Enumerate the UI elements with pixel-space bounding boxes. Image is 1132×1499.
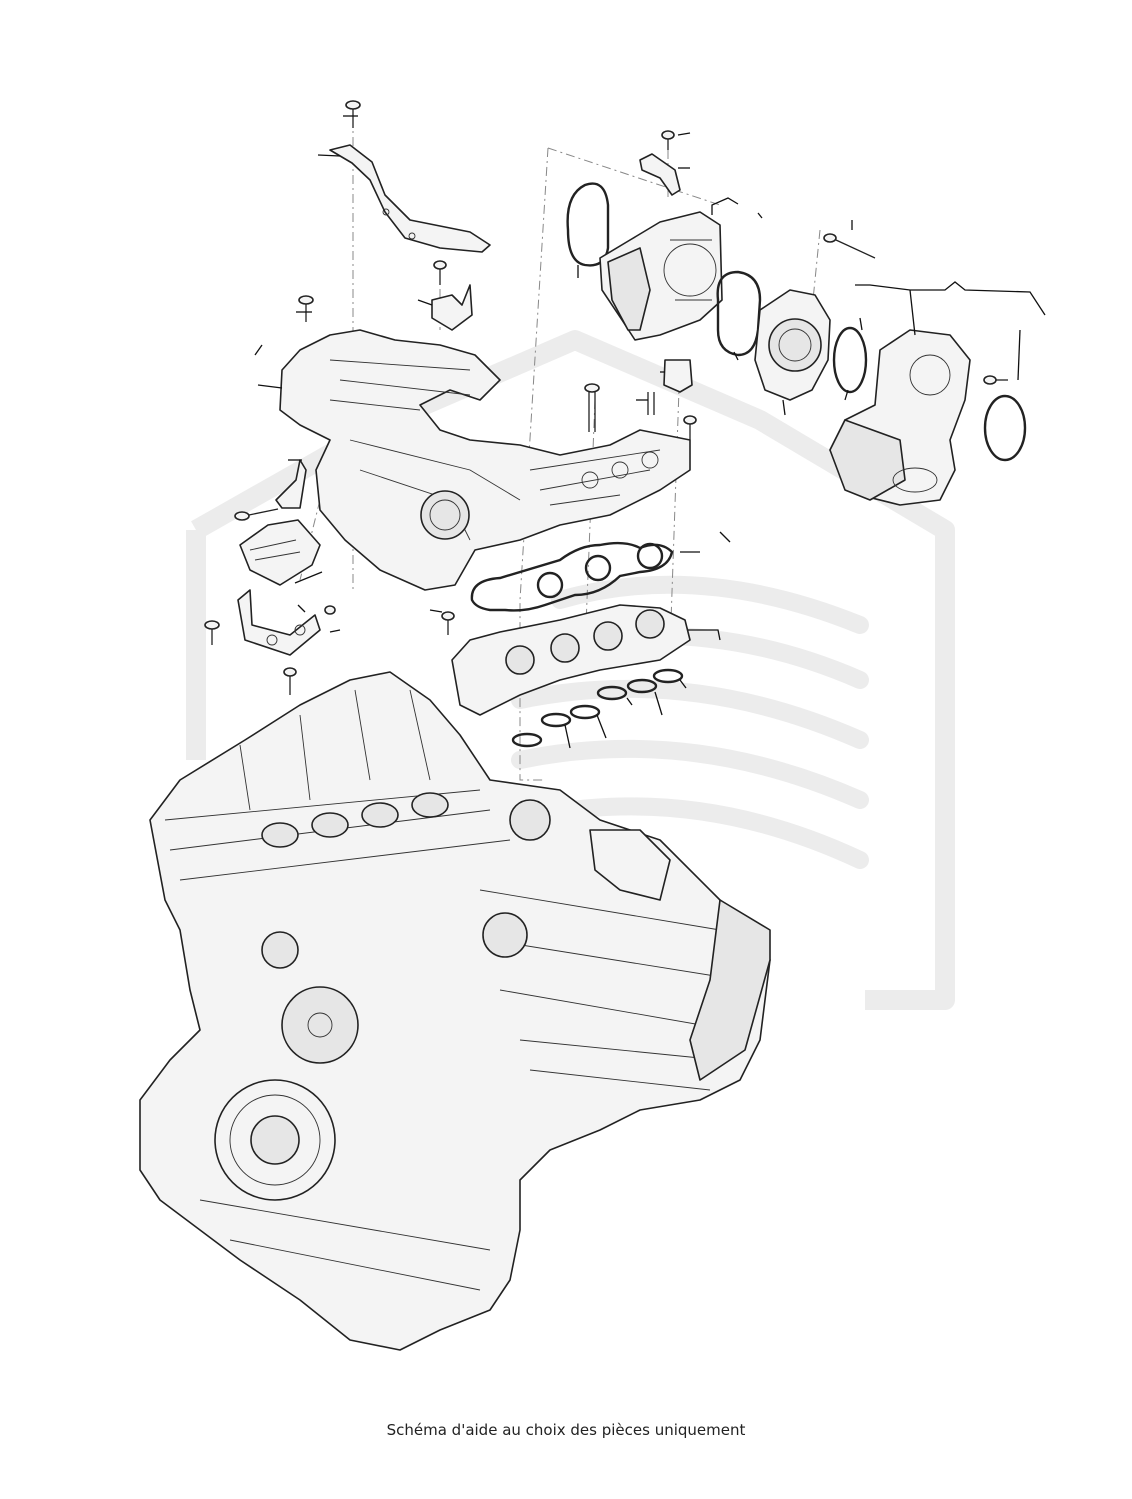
- map-sensor: [639, 130, 691, 196]
- o-ring-middle: [716, 270, 762, 361]
- egr-valve: [829, 281, 1046, 506]
- control-module: [239, 519, 323, 586]
- o-ring-far-right: [983, 394, 1027, 462]
- studs-and-clips: [636, 359, 697, 440]
- bolt-left-upper: [296, 295, 314, 322]
- bolt-right-long: [823, 220, 876, 259]
- o-ring-small: [832, 326, 868, 401]
- diagram-caption: Schéma d'aide au choix des pièces unique…: [386, 1421, 746, 1439]
- sensor-bracket-left: [275, 459, 307, 509]
- support-bracket: [317, 144, 491, 253]
- o-ring-large: [566, 182, 610, 278]
- engine-block: [139, 671, 771, 1351]
- port-gaskets: [511, 668, 687, 749]
- throttle-body: [599, 197, 763, 341]
- bolt-long: [584, 383, 600, 432]
- screw-left: [234, 508, 279, 521]
- screw-far-right: [983, 375, 1008, 385]
- bolt-top: [343, 100, 361, 128]
- flange-adapter: [754, 289, 831, 416]
- manifold-gasket-upper: [470, 531, 731, 612]
- intake-manifold: [254, 329, 691, 591]
- screw-center: [429, 609, 455, 635]
- lower-manifold: [451, 604, 721, 716]
- lower-bracket-left: [237, 589, 321, 656]
- screws-left-lower: [204, 605, 341, 695]
- small-bracket: [417, 260, 473, 331]
